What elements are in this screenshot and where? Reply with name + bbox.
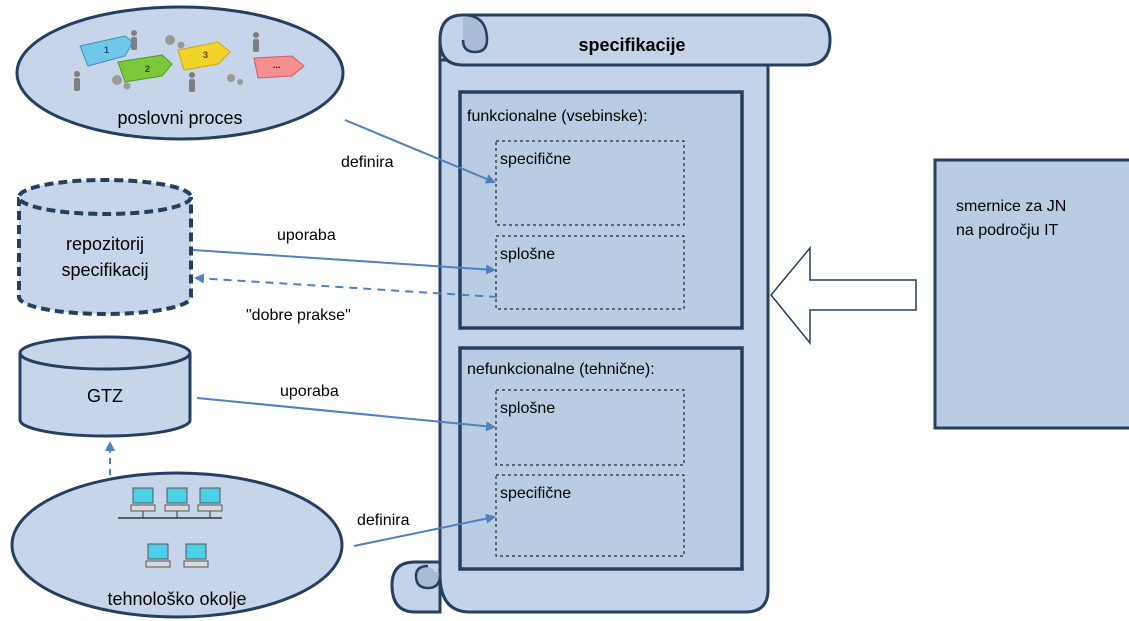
person-icon [74,30,259,92]
functional-title: funkcionalne (vsebinske): [467,108,648,125]
connector-arrows [105,119,498,547]
functional-general-box [495,235,685,310]
label-definira-top: definira [341,154,394,171]
label-definira-bottom: definira [357,512,410,529]
guidelines-to-spec-arrow [770,245,917,346]
arrow-uporaba-gtz [196,397,496,432]
nonfunctional-title: nefunkcionalne (tehnične): [467,361,655,378]
label-uporaba-gtz: uporaba [280,383,339,400]
nonfunctional-specific-box [495,474,685,557]
business-process-node: 1 2 3 ... poslovni proces [15,5,345,141]
guidelines-node: smernice za JN na področju IT [933,158,1129,430]
gtz-label: GTZ [87,386,123,406]
nonfunctional-general-box [495,389,685,466]
functional-general-label: splošne [500,246,555,263]
business-process-label: poslovni proces [117,108,242,128]
repository-node: repozitorij specifikacij [17,178,193,316]
gear-icon [112,35,243,90]
guidelines-label-line2: na področju IT [956,222,1059,239]
nonfunctional-general-label: splošne [500,400,555,417]
tech-environment-node: tehnološko okolje [10,471,344,619]
label-uporaba-repo: uporaba [277,227,336,244]
network-computers-icon [118,487,223,568]
nonfunctional-specific-label: specifične [500,485,571,502]
step-4-label: ... [273,60,281,70]
functional-specific-box [495,140,685,226]
step-3-label: 3 [203,50,208,60]
arrow-uporaba-repo [192,249,496,275]
process-steps-icon: 1 2 3 ... [74,30,305,92]
nonfunctional-box: nefunkcionalne (tehnične): splošne speci… [458,346,744,571]
gtz-node: GTZ [18,335,192,438]
step-1-label: 1 [104,45,109,55]
functional-specific-label: specifične [500,151,571,168]
arrow-definira-bottom [353,513,496,547]
step-2-label: 2 [145,64,150,74]
tech-environment-label: tehnološko okolje [107,589,246,609]
functional-box: funkcionalne (vsebinske): specifične spl… [458,90,744,330]
label-dobre-prakse: "dobre prakse" [246,307,351,324]
repository-label-line1: repozitorij [66,234,144,254]
repository-label-line2: specifikacij [61,260,148,280]
scroll-title: specifikacije [578,35,685,55]
arrow-definira-top [344,119,496,184]
guidelines-label-line1: smernice za JN [956,198,1066,215]
